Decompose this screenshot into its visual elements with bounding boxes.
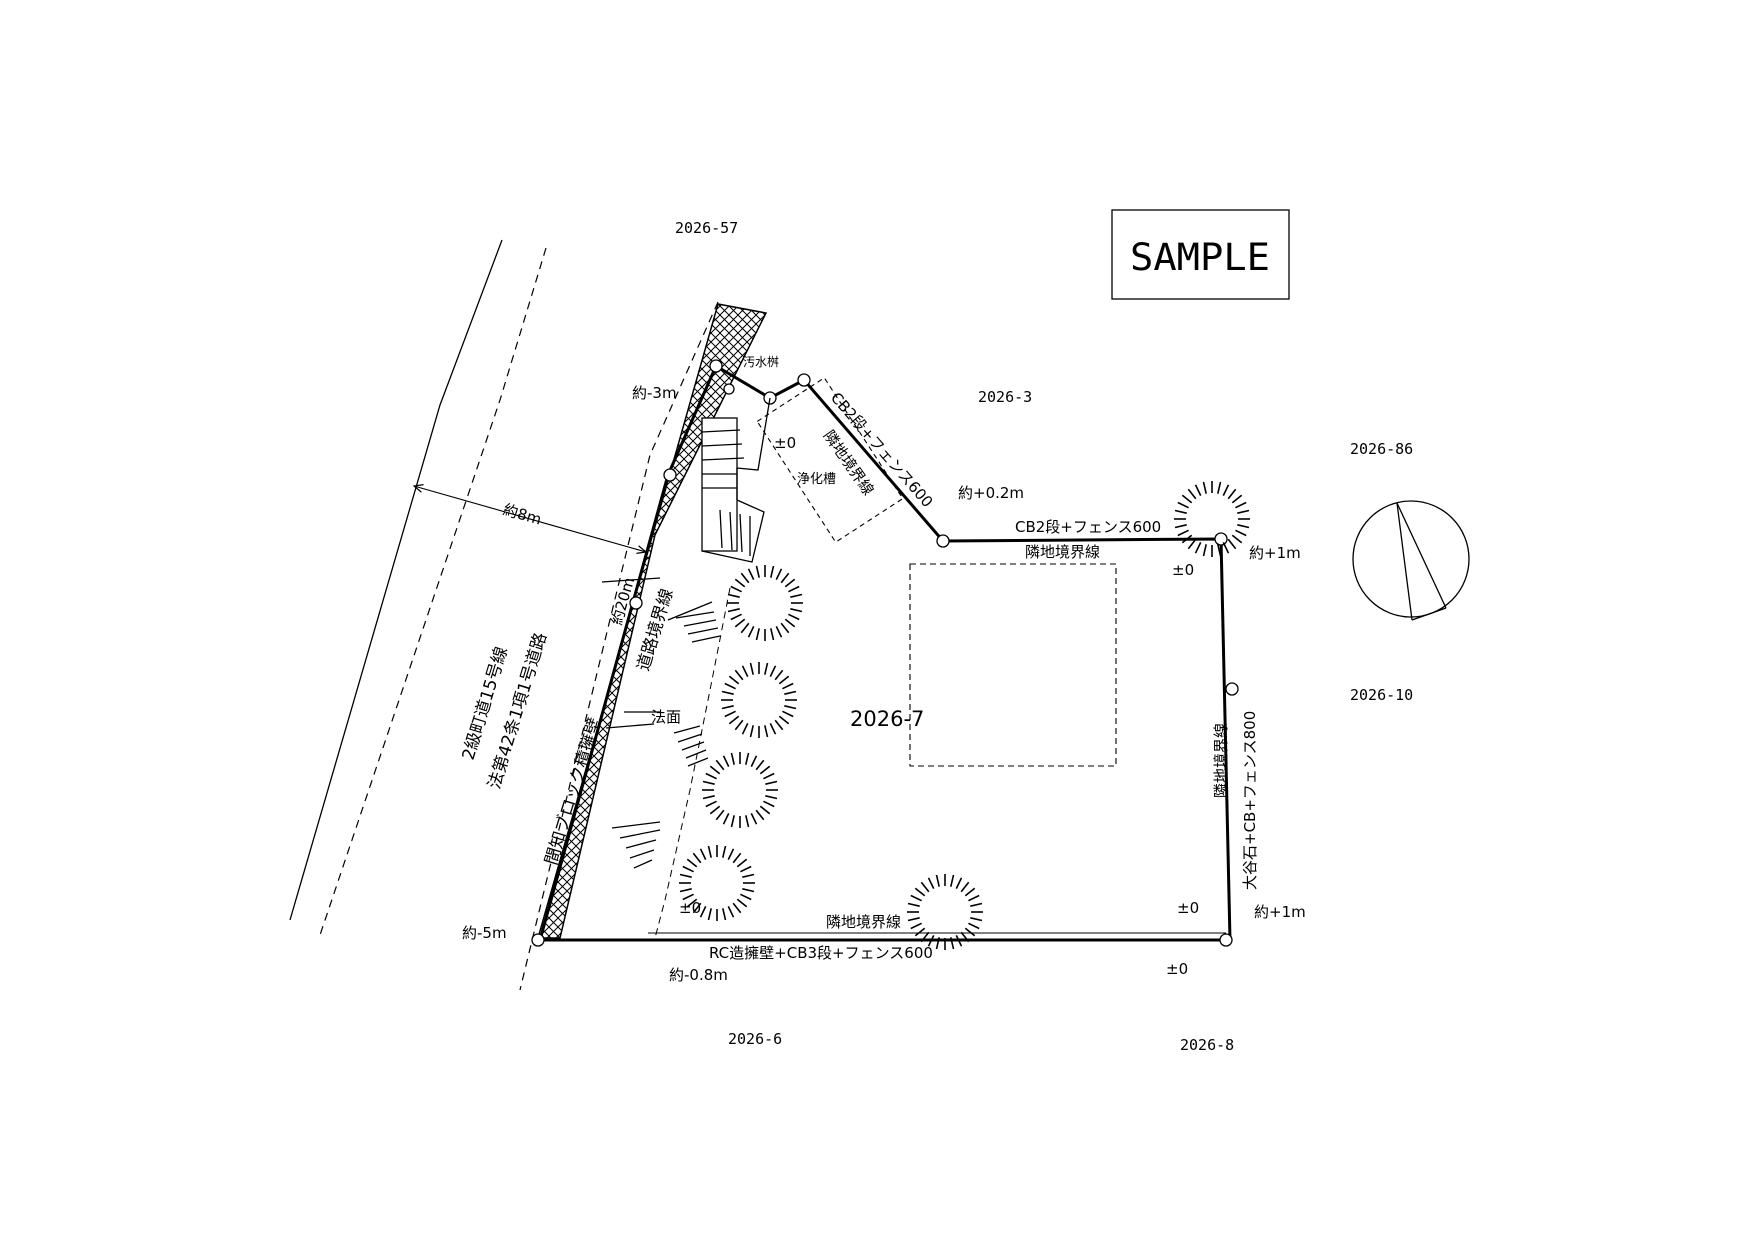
boundary-markers [531, 359, 1239, 947]
tree-icon [1174, 481, 1250, 557]
elevation-zero-ne: ±0 [1172, 561, 1194, 579]
slope-hatching [601, 577, 721, 869]
elevation-se-corner: 約+1m [1254, 903, 1306, 921]
boundary-south-label: 隣地境界線 [826, 913, 901, 931]
slope-edge [654, 587, 731, 939]
elevation-n-corner: 約+0.2m [958, 484, 1024, 502]
parcel-main: 2026-7 [850, 707, 924, 731]
parcel-south: 2026-6 [728, 1030, 782, 1048]
elevation-zero-septic: ±0 [774, 434, 796, 452]
watermark-text: SAMPLE [1130, 236, 1270, 279]
watermark-box [1111, 209, 1290, 300]
boundary-east-label: 隣地境界線 [1212, 723, 1230, 798]
elevation-sw-corner: 約-5m [462, 924, 507, 942]
elevation-zero-sw: ±0 [679, 899, 701, 917]
elevation-zero-se-inner: ±0 [1177, 899, 1199, 917]
parcel-east-lower: 2026-10 [1350, 686, 1413, 704]
tree-icon [727, 565, 803, 641]
elevation-nw-corner: 約-3m [632, 384, 677, 402]
parcel-north: 2026-57 [675, 219, 738, 237]
trees [679, 481, 1250, 950]
road-edges [289, 239, 719, 991]
elevation-ne-corner: 約+1m [1249, 544, 1301, 562]
tree-icon [702, 752, 778, 828]
wall-east-label: 大谷石+CB+フェンス800 [1241, 711, 1259, 890]
parcel-southeast: 2026-8 [1180, 1036, 1234, 1054]
elevation-south-road: 約-0.8m [669, 966, 728, 984]
septic-tank [756, 377, 904, 543]
road-width-label: 約8m [501, 501, 544, 529]
sewer-box-label: 汚水桝 [743, 354, 779, 369]
boundary-east-top-label: 隣地境界線 [1025, 543, 1100, 561]
parcel-northeast: 2026-3 [978, 388, 1032, 406]
wall-east-top-label: CB2段+フェンス600 [1015, 518, 1161, 536]
tree-icon [679, 845, 755, 921]
tree-icon [721, 662, 797, 738]
septic-tank-label: 浄化槽 [797, 472, 836, 487]
elevation-zero-se-outer: ±0 [1166, 960, 1188, 978]
road-width-dimension [414, 486, 646, 552]
building-footprint [909, 563, 1117, 767]
parcel-east-upper: 2026-86 [1350, 440, 1413, 458]
tree-icon [907, 874, 983, 950]
slope-label: 法面 [651, 708, 681, 726]
stairs [701, 397, 771, 563]
north-arrow-icon [1352, 500, 1470, 621]
wall-south-label: RC造擁壁+CB3段+フェンス600 [709, 944, 933, 962]
